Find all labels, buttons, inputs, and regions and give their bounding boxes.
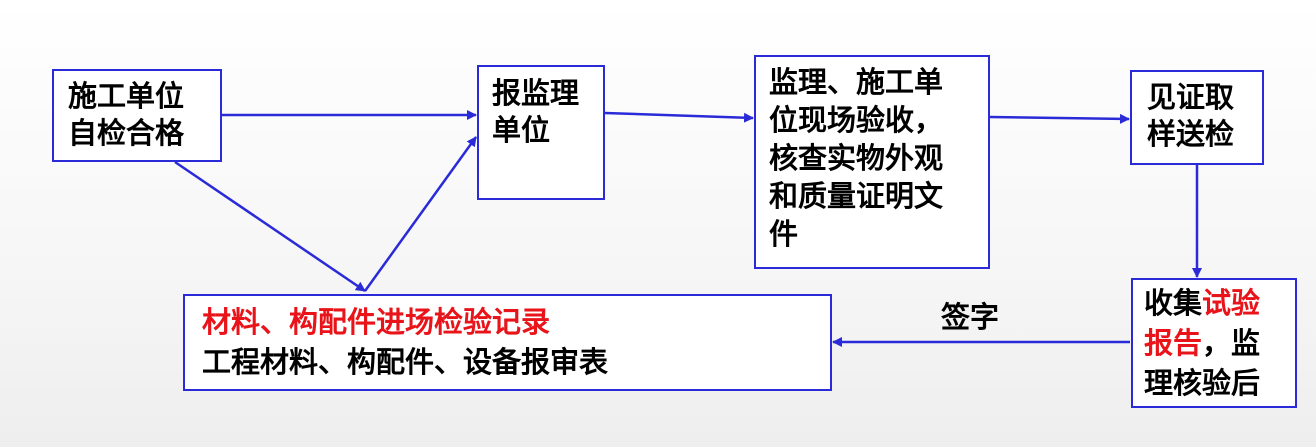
- acceptance-line-4: 和质量证明文: [769, 179, 944, 213]
- self-check-line-1: 施工单位: [68, 79, 185, 113]
- self-check-box: 施工单位 自检合格: [52, 69, 222, 162]
- witness-sampling-box: 见证取 样送检: [1130, 70, 1264, 165]
- test-report-prefix: 收集: [1144, 286, 1203, 320]
- test-report-highlight-1: 试验: [1202, 286, 1261, 320]
- sampling-line-1: 见证取: [1147, 80, 1235, 114]
- acceptance-line-1: 监理、施工单: [769, 65, 944, 99]
- test-report-line-1: 收集试验: [1144, 283, 1295, 323]
- report-line-2: 单位: [492, 113, 551, 147]
- test-report-suffix: ，监: [1202, 326, 1261, 360]
- self-check-line-2: 自检合格: [68, 116, 185, 150]
- acceptance-line-2: 位现场验收，: [769, 103, 944, 137]
- arrow-records-to-report: [363, 136, 478, 292]
- sign-label: 签字: [941, 300, 1000, 334]
- acceptance-line-3: 核查实物外观: [769, 141, 944, 175]
- report-supervisor-box: 报监理 单位: [477, 65, 605, 200]
- records-line-2: 工程材料、构配件、设备报审表: [202, 345, 609, 379]
- sampling-line-2: 样送检: [1147, 117, 1235, 151]
- arrow-acceptance-to-sampling: [989, 113, 1130, 124]
- report-line-1: 报监理: [492, 76, 580, 110]
- inspection-records-box: 材料、构配件进场检验记录 工程材料、构配件、设备报审表: [183, 294, 832, 391]
- test-report-line-3: 理核验后: [1144, 366, 1261, 400]
- test-report-box: 收集试验 报告，监 理核验后: [1131, 278, 1297, 408]
- arrow-selfcheck-to-records: [174, 160, 366, 293]
- records-line-1: 材料、构配件进场检验记录: [202, 305, 551, 339]
- acceptance-line-5: 件: [769, 217, 799, 251]
- test-report-highlight-2: 报告: [1144, 326, 1203, 360]
- site-acceptance-box: 监理、施工单 位现场验收， 核查实物外观 和质量证明文 件: [754, 55, 990, 269]
- arrow-report-to-acceptance: [604, 111, 754, 123]
- test-report-line-2: 报告，监: [1144, 323, 1295, 363]
